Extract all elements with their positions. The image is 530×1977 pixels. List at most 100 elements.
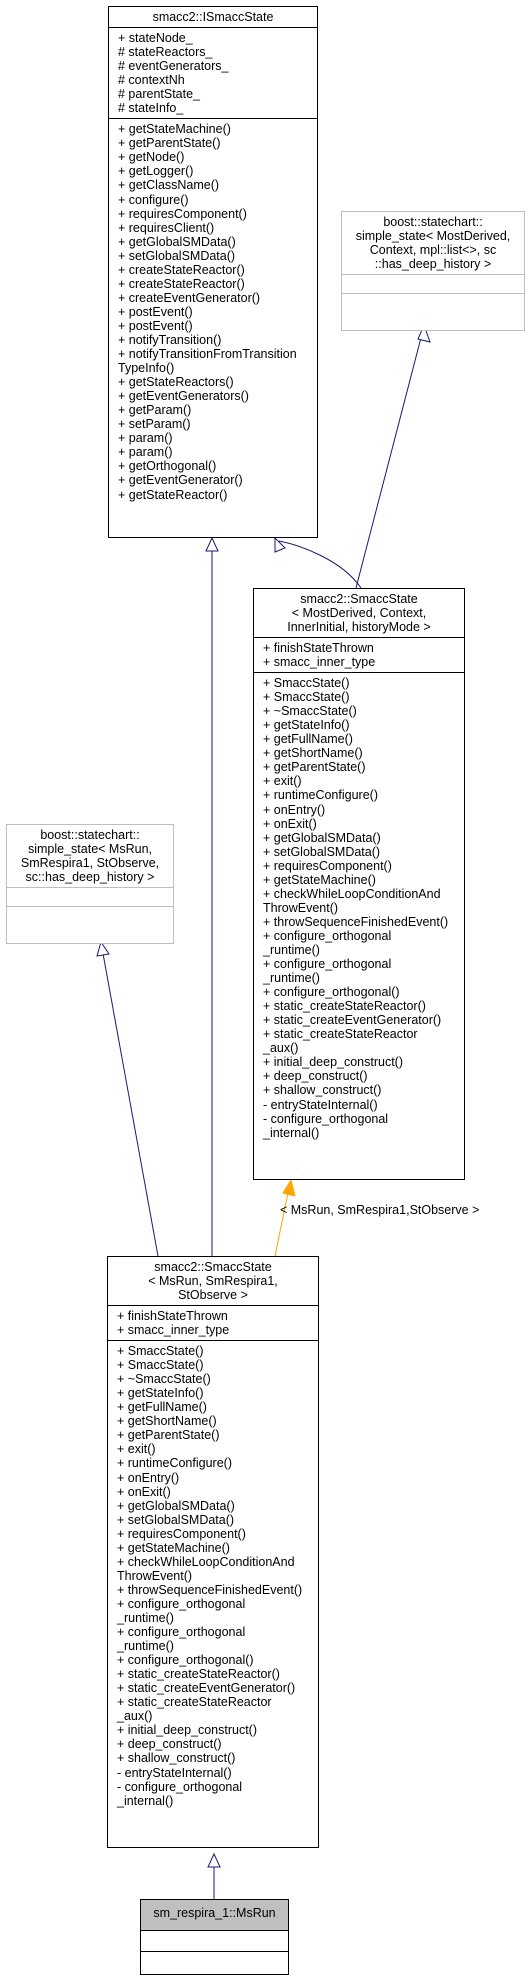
member-line: + static_createEventGenerator() [263,1013,442,1028]
member-line: + getShortName() [263,746,363,761]
member-line: + ~SmaccState() [263,704,357,719]
member-line: + getLogger() [118,164,194,179]
member-line: _runtime() [263,942,320,957]
member-line: + configure_orthogonal [263,957,392,972]
class-boost-simple-state-generic[interactable]: boost::statechart::simple_state< MostDer… [341,211,525,331]
member-line: + param() [118,445,173,460]
edge-smacc-template-to-boost-generic [355,323,431,589]
class-title-line: sm_respira_1::MsRun [153,1906,276,1920]
member-line: + configure_orthogonal [117,1596,246,1611]
member-line: # stateInfo_ [118,101,184,116]
member-line: + getParam() [118,403,192,418]
edge-smacc-msrun-to-ismacc [205,536,219,1256]
member-line: + configure_orthogonal() [263,985,400,1000]
member-line: + initial_deep_construct() [117,1723,258,1738]
class-smacc-state-template[interactable]: smacc2::SmaccState< MostDerived, Context… [253,588,465,1180]
attributes-section: + stateNode_# stateReactors_# eventGener… [109,27,317,118]
member-line: + stateNode_ [118,31,193,45]
member-line: + getParentState() [263,760,366,775]
class-ismacc-state[interactable]: smacc2::ISmaccState + stateNode_# stateR… [108,6,318,538]
member-line: + checkWhileLoopConditionAnd [117,1554,295,1569]
methods-section [342,293,524,312]
member-line: # eventGenerators_ [118,59,229,74]
member-line: + static_createStateReactor [117,1695,272,1710]
class-title-line: smacc2::ISmaccState [152,10,274,24]
class-title: smacc2::SmaccState< MostDerived, Context… [254,589,464,637]
member-line: + getOrthogonal() [118,459,217,474]
member-line: + setGlobalSMData() [118,248,236,263]
member-line: + getStateInfo() [117,1386,204,1401]
member-line: TypeInfo() [118,361,175,376]
member-line: + onEntry() [263,802,326,817]
class-title-line: smacc2::SmaccState [154,1260,272,1274]
member-line: + exit() [263,774,302,789]
member-line: - entryStateInternal() [117,1765,232,1780]
member-line: + configure() [118,192,189,207]
member-line: + finishStateThrown [263,641,374,655]
class-title: smacc2::ISmaccState [109,7,317,27]
class-title-line: ::has_deep_history > [374,257,492,271]
edge-template-binding [274,1178,296,1257]
member-line: + exit() [117,1442,156,1457]
member-line: # stateReactors_ [118,45,213,60]
class-smacc-state-msrun[interactable]: smacc2::SmaccState< MsRun, SmRespira1,St… [107,1256,319,1848]
member-line: + getShortName() [117,1414,217,1429]
class-title-line: sc::has_deep_history > [25,870,155,884]
class-title-line: SmRespira1, StObserve, [20,856,160,870]
class-title-line: simple_state< MostDerived, [355,229,511,243]
member-line: + setGlobalSMData() [263,844,381,859]
member-line: + getGlobalSMData() [118,234,236,249]
attributes-section: + finishStateThrown+ smacc_inner_type [254,637,464,672]
edge-label-line: StObserve > [409,1203,480,1217]
class-title-line: smacc2::SmaccState [300,592,418,606]
edge-smacc-template-to-ismacc [274,536,362,589]
methods-section: + SmaccState()+ SmaccState()+ ~SmaccStat… [108,1340,318,1811]
member-line: _aux() [117,1709,153,1724]
member-line: + throwSequenceFinishedEvent() [117,1582,303,1597]
attributes-section [141,1930,288,1951]
member-line: + setParam() [118,417,191,432]
class-ms-run[interactable]: sm_respira_1::MsRun [140,1899,289,1975]
class-title-line: StObserve > [178,1288,248,1302]
member-line: + onEntry() [117,1470,180,1485]
member-line: + shallow_construct() [263,1083,382,1098]
methods-section [7,906,173,925]
member-line: + SmaccState() [117,1344,204,1359]
member-line: # parentState_ [118,87,201,102]
member-line: + getStateMachine() [118,122,231,137]
member-line: + param() [118,431,173,446]
class-title-line: < MostDerived, Context, [291,606,427,620]
member-line: + getClassName() [118,178,220,193]
member-line: _aux() [263,1041,299,1056]
class-title: boost::statechart::simple_state< MsRun,S… [7,825,173,887]
member-line: + getStateInfo() [263,718,350,733]
member-line: + createStateReactor() [118,262,245,277]
member-line: + static_createStateReactor() [117,1667,280,1682]
member-line: + deep_construct() [117,1737,222,1752]
member-line: + getGlobalSMData() [117,1498,235,1513]
class-title-line: simple_state< MsRun, [27,842,152,856]
class-title: smacc2::SmaccState< MsRun, SmRespira1,St… [108,1257,318,1305]
member-line: + notifyTransitionFromTransition [118,347,297,362]
member-line: _runtime() [117,1639,174,1654]
methods-section: + getStateMachine()+ getParentState()+ g… [109,118,317,504]
class-title-line: < MsRun, SmRespira1, [148,1274,278,1288]
member-line: + getFullName() [117,1400,207,1415]
member-line: + configure_orthogonal() [117,1653,254,1668]
attributes-section [7,887,173,906]
member-line: + requiresComponent() [118,206,247,221]
member-line: + SmaccState() [263,676,350,691]
member-line: _runtime() [263,971,320,986]
member-line: + createStateReactor() [118,276,245,291]
class-title-line: boost::statechart:: [40,828,140,842]
class-title: boost::statechart::simple_state< MostDer… [342,212,524,274]
member-line: + configure_orthogonal [117,1625,246,1640]
class-title-line: InnerInitial, historyMode > [287,620,431,634]
member-line: + static_createStateReactor [263,1027,418,1042]
member-line: + getStateMachine() [263,872,376,887]
member-line: - configure_orthogonal [263,1111,389,1126]
class-boost-simple-state-msrun[interactable]: boost::statechart::simple_state< MsRun,S… [6,824,174,944]
member-line: + SmaccState() [263,690,350,705]
member-line: _runtime() [117,1610,174,1625]
